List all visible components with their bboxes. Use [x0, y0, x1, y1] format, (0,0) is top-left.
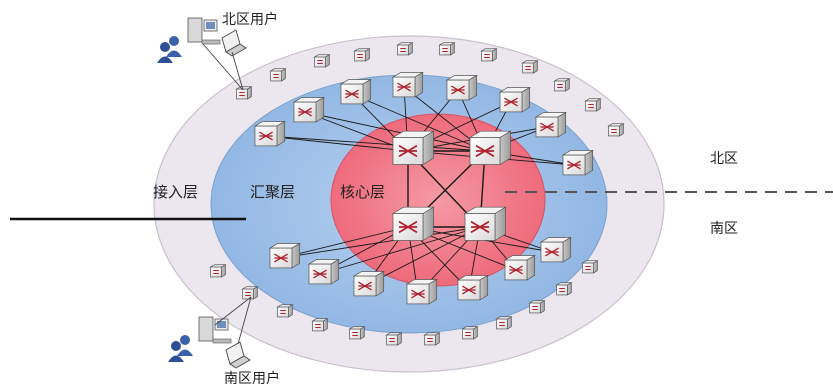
- aggregation-link: [280, 226, 481, 259]
- laptop-icon: [225, 341, 251, 369]
- north-users-label: 北区用户: [222, 11, 278, 28]
- switch-icon: [253, 120, 286, 147]
- user-icon: [168, 335, 193, 362]
- south-zone-label: 南区: [710, 221, 738, 237]
- access-switch-icon: [528, 300, 546, 314]
- switch-icon: [391, 71, 424, 98]
- aggregation-switch-group: [253, 71, 594, 305]
- access-switch-icon: [607, 123, 625, 137]
- access-switch-icon: [313, 54, 331, 68]
- access-switch-icon: [241, 286, 259, 300]
- access-switch-icon: [581, 260, 599, 274]
- switch-icon: [561, 149, 594, 176]
- access-switch-icon: [348, 326, 366, 340]
- access-switch-icon: [353, 48, 371, 62]
- switch-icon: [498, 86, 531, 113]
- aggregation-link: [265, 135, 409, 152]
- desktop-computer-icon: [187, 17, 221, 45]
- access-switch-icon: [461, 326, 479, 340]
- north-user-group: 北区用户: [157, 11, 278, 91]
- aggregation-link: [265, 135, 486, 152]
- switch-icon: [445, 74, 478, 101]
- aggregation-link: [304, 111, 486, 152]
- access-switch-icon: [521, 60, 539, 74]
- switch-icon: [339, 78, 372, 105]
- user-icon: [157, 36, 182, 63]
- access-switch-icon: [269, 68, 287, 82]
- access-switch-icon: [276, 304, 294, 318]
- access-switch-icon: [438, 42, 456, 56]
- aggregation-link: [280, 226, 409, 259]
- access-switch-icon: [385, 332, 403, 346]
- access-switch-icon: [311, 318, 329, 332]
- switch-icon: [534, 111, 567, 138]
- south-user-group: 南区用户: [168, 296, 280, 387]
- switch-icon: [405, 278, 438, 305]
- access-switch-icon: [423, 332, 441, 346]
- access-switch-group: [209, 42, 625, 346]
- switch-icon: [352, 270, 385, 297]
- core-switch-group: [391, 130, 512, 242]
- access-switch-icon: [584, 98, 602, 112]
- switch-icon: [292, 96, 325, 123]
- layer3-switch-icon: [463, 206, 507, 242]
- south-users-label: 南区用户: [224, 370, 280, 387]
- access-switch-icon: [209, 264, 227, 278]
- desktop-computer-icon: [198, 316, 232, 344]
- aggregation-link: [364, 226, 481, 287]
- layer3-switch-icon: [468, 130, 512, 166]
- access-switch-icon: [495, 316, 513, 330]
- laptop-icon: [221, 29, 247, 57]
- north-zone-label: 北区: [710, 151, 738, 167]
- switch-icon: [539, 236, 572, 263]
- access-layer-label: 接入层: [153, 183, 198, 201]
- aggregation-layer-label: 汇聚层: [250, 183, 295, 201]
- access-switch-icon: [553, 78, 571, 92]
- access-switch-icon: [555, 282, 573, 296]
- layer3-switch-icon: [391, 206, 435, 242]
- core-layer-label: 核心层: [340, 183, 385, 201]
- access-switch-icon: [480, 48, 498, 62]
- switch-icon: [307, 258, 340, 285]
- switch-icon: [503, 254, 536, 281]
- access-switch-icon: [396, 42, 414, 56]
- switch-icon: [456, 274, 489, 301]
- layer3-switch-icon: [391, 130, 435, 166]
- access-switch-icon: [235, 86, 253, 100]
- switch-icon: [268, 242, 301, 269]
